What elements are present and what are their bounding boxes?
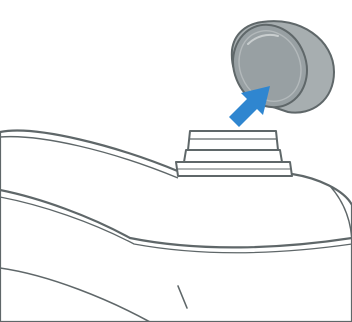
round-cap-icon: [221, 14, 334, 119]
cap-mount-post: [176, 131, 292, 176]
device-body-outline: [0, 131, 352, 322]
mount-top: [188, 131, 278, 150]
handheld-controller-icon: [0, 131, 352, 322]
arrow-fill: [229, 86, 270, 127]
mount-band: [184, 150, 282, 162]
diagonal-arrow-icon: [229, 86, 270, 127]
